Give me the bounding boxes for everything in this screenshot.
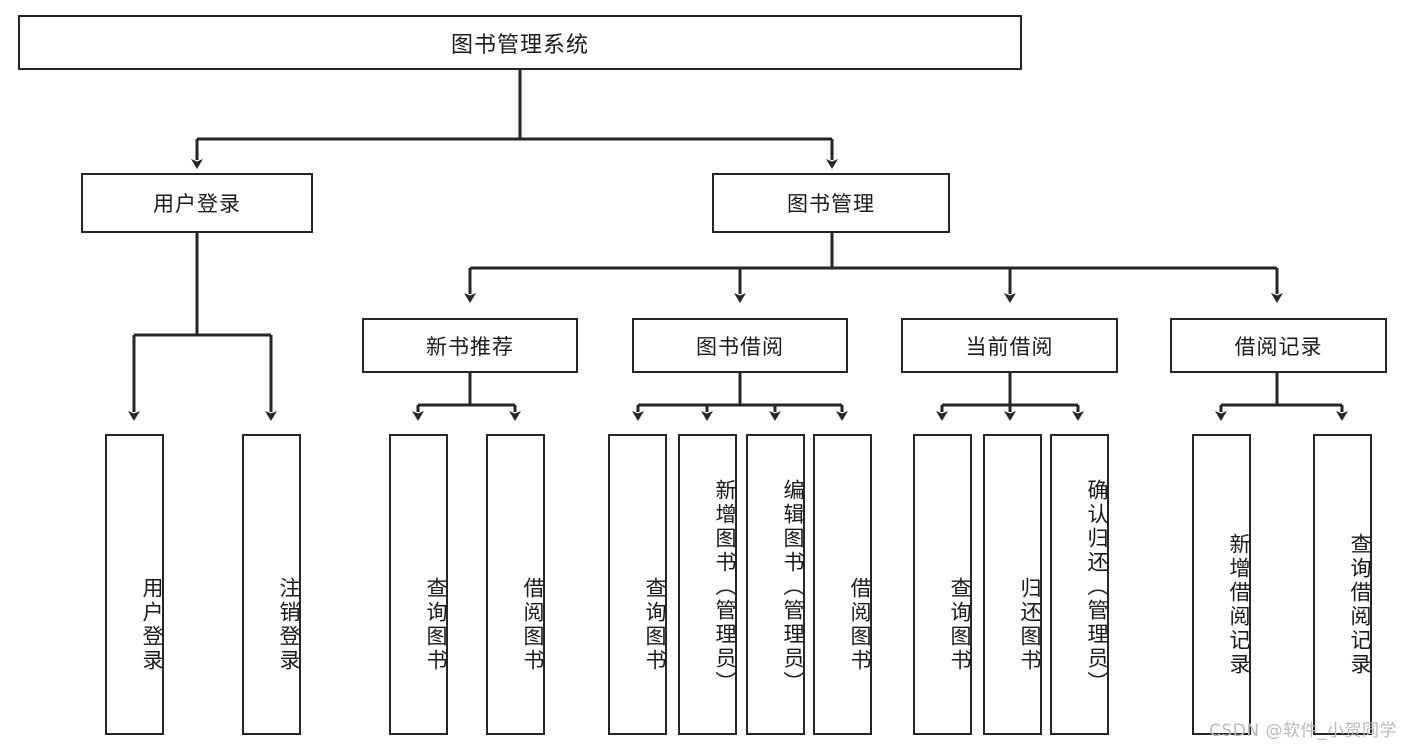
node-leaf-current-return-book[interactable]: 归还图书 bbox=[983, 434, 1042, 735]
node-leaf-borrow-edit-book[interactable]: 编辑图书（管理员） bbox=[746, 434, 805, 735]
node-leaf-recommend-query-book[interactable]: 查询图书 bbox=[389, 434, 448, 735]
node-borrow-record-label: 借阅记录 bbox=[1234, 334, 1323, 359]
node-leaf-record-query[interactable]: 查询借阅记录 bbox=[1313, 434, 1372, 735]
node-current-borrow[interactable]: 当前借阅 bbox=[901, 318, 1118, 373]
node-leaf-current-query-book[interactable]: 查询图书 bbox=[913, 434, 972, 735]
node-book-manage[interactable]: 图书管理 bbox=[712, 173, 950, 233]
node-leaf-borrow-borrow-book-label: 借阅图书 bbox=[848, 576, 872, 673]
node-book-manage-label: 图书管理 bbox=[787, 192, 875, 216]
node-leaf-recommend-borrow-book-label: 借阅图书 bbox=[521, 576, 545, 673]
node-new-book-recommend-label: 新书推荐 bbox=[426, 334, 514, 359]
node-leaf-current-return-book-label: 归还图书 bbox=[1018, 576, 1042, 673]
node-current-borrow-label: 当前借阅 bbox=[965, 334, 1054, 359]
node-leaf-recommend-query-book-label: 查询图书 bbox=[424, 576, 448, 673]
node-leaf-borrow-query-book-label: 查询图书 bbox=[643, 576, 667, 673]
node-book-borrow-label: 图书借阅 bbox=[696, 334, 784, 359]
node-leaf-borrow-borrow-book[interactable]: 借阅图书 bbox=[813, 434, 872, 735]
node-leaf-borrow-add-book-label: 新增图书（管理员） bbox=[713, 478, 737, 695]
node-leaf-record-add[interactable]: 新增借阅记录 bbox=[1192, 434, 1251, 735]
node-leaf-borrow-add-book[interactable]: 新增图书（管理员） bbox=[678, 434, 737, 735]
node-borrow-record[interactable]: 借阅记录 bbox=[1170, 318, 1387, 373]
node-leaf-logout[interactable]: 注销登录 bbox=[242, 434, 301, 735]
node-root-label: 图书管理系统 bbox=[450, 32, 589, 58]
node-leaf-user-login[interactable]: 用户登录 bbox=[105, 434, 164, 735]
node-leaf-borrow-query-book[interactable]: 查询图书 bbox=[608, 434, 667, 735]
node-leaf-borrow-edit-book-label: 编辑图书（管理员） bbox=[781, 478, 805, 695]
node-leaf-current-confirm-return-label: 确认归还（管理员） bbox=[1085, 478, 1109, 695]
node-new-book-recommend[interactable]: 新书推荐 bbox=[362, 318, 578, 373]
node-leaf-record-add-label: 新增借阅记录 bbox=[1227, 532, 1251, 677]
node-user-login-label: 用户登录 bbox=[153, 192, 241, 216]
node-root[interactable]: 图书管理系统 bbox=[18, 15, 1022, 70]
node-leaf-current-query-book-label: 查询图书 bbox=[948, 576, 972, 673]
node-leaf-recommend-borrow-book[interactable]: 借阅图书 bbox=[486, 434, 545, 735]
node-leaf-current-confirm-return[interactable]: 确认归还（管理员） bbox=[1050, 434, 1109, 735]
node-user-login[interactable]: 用户登录 bbox=[81, 173, 313, 233]
node-book-borrow[interactable]: 图书借阅 bbox=[632, 318, 848, 373]
node-leaf-user-login-label: 用户登录 bbox=[140, 576, 164, 673]
node-leaf-record-query-label: 查询借阅记录 bbox=[1348, 532, 1372, 677]
node-leaf-logout-label: 注销登录 bbox=[277, 576, 301, 673]
